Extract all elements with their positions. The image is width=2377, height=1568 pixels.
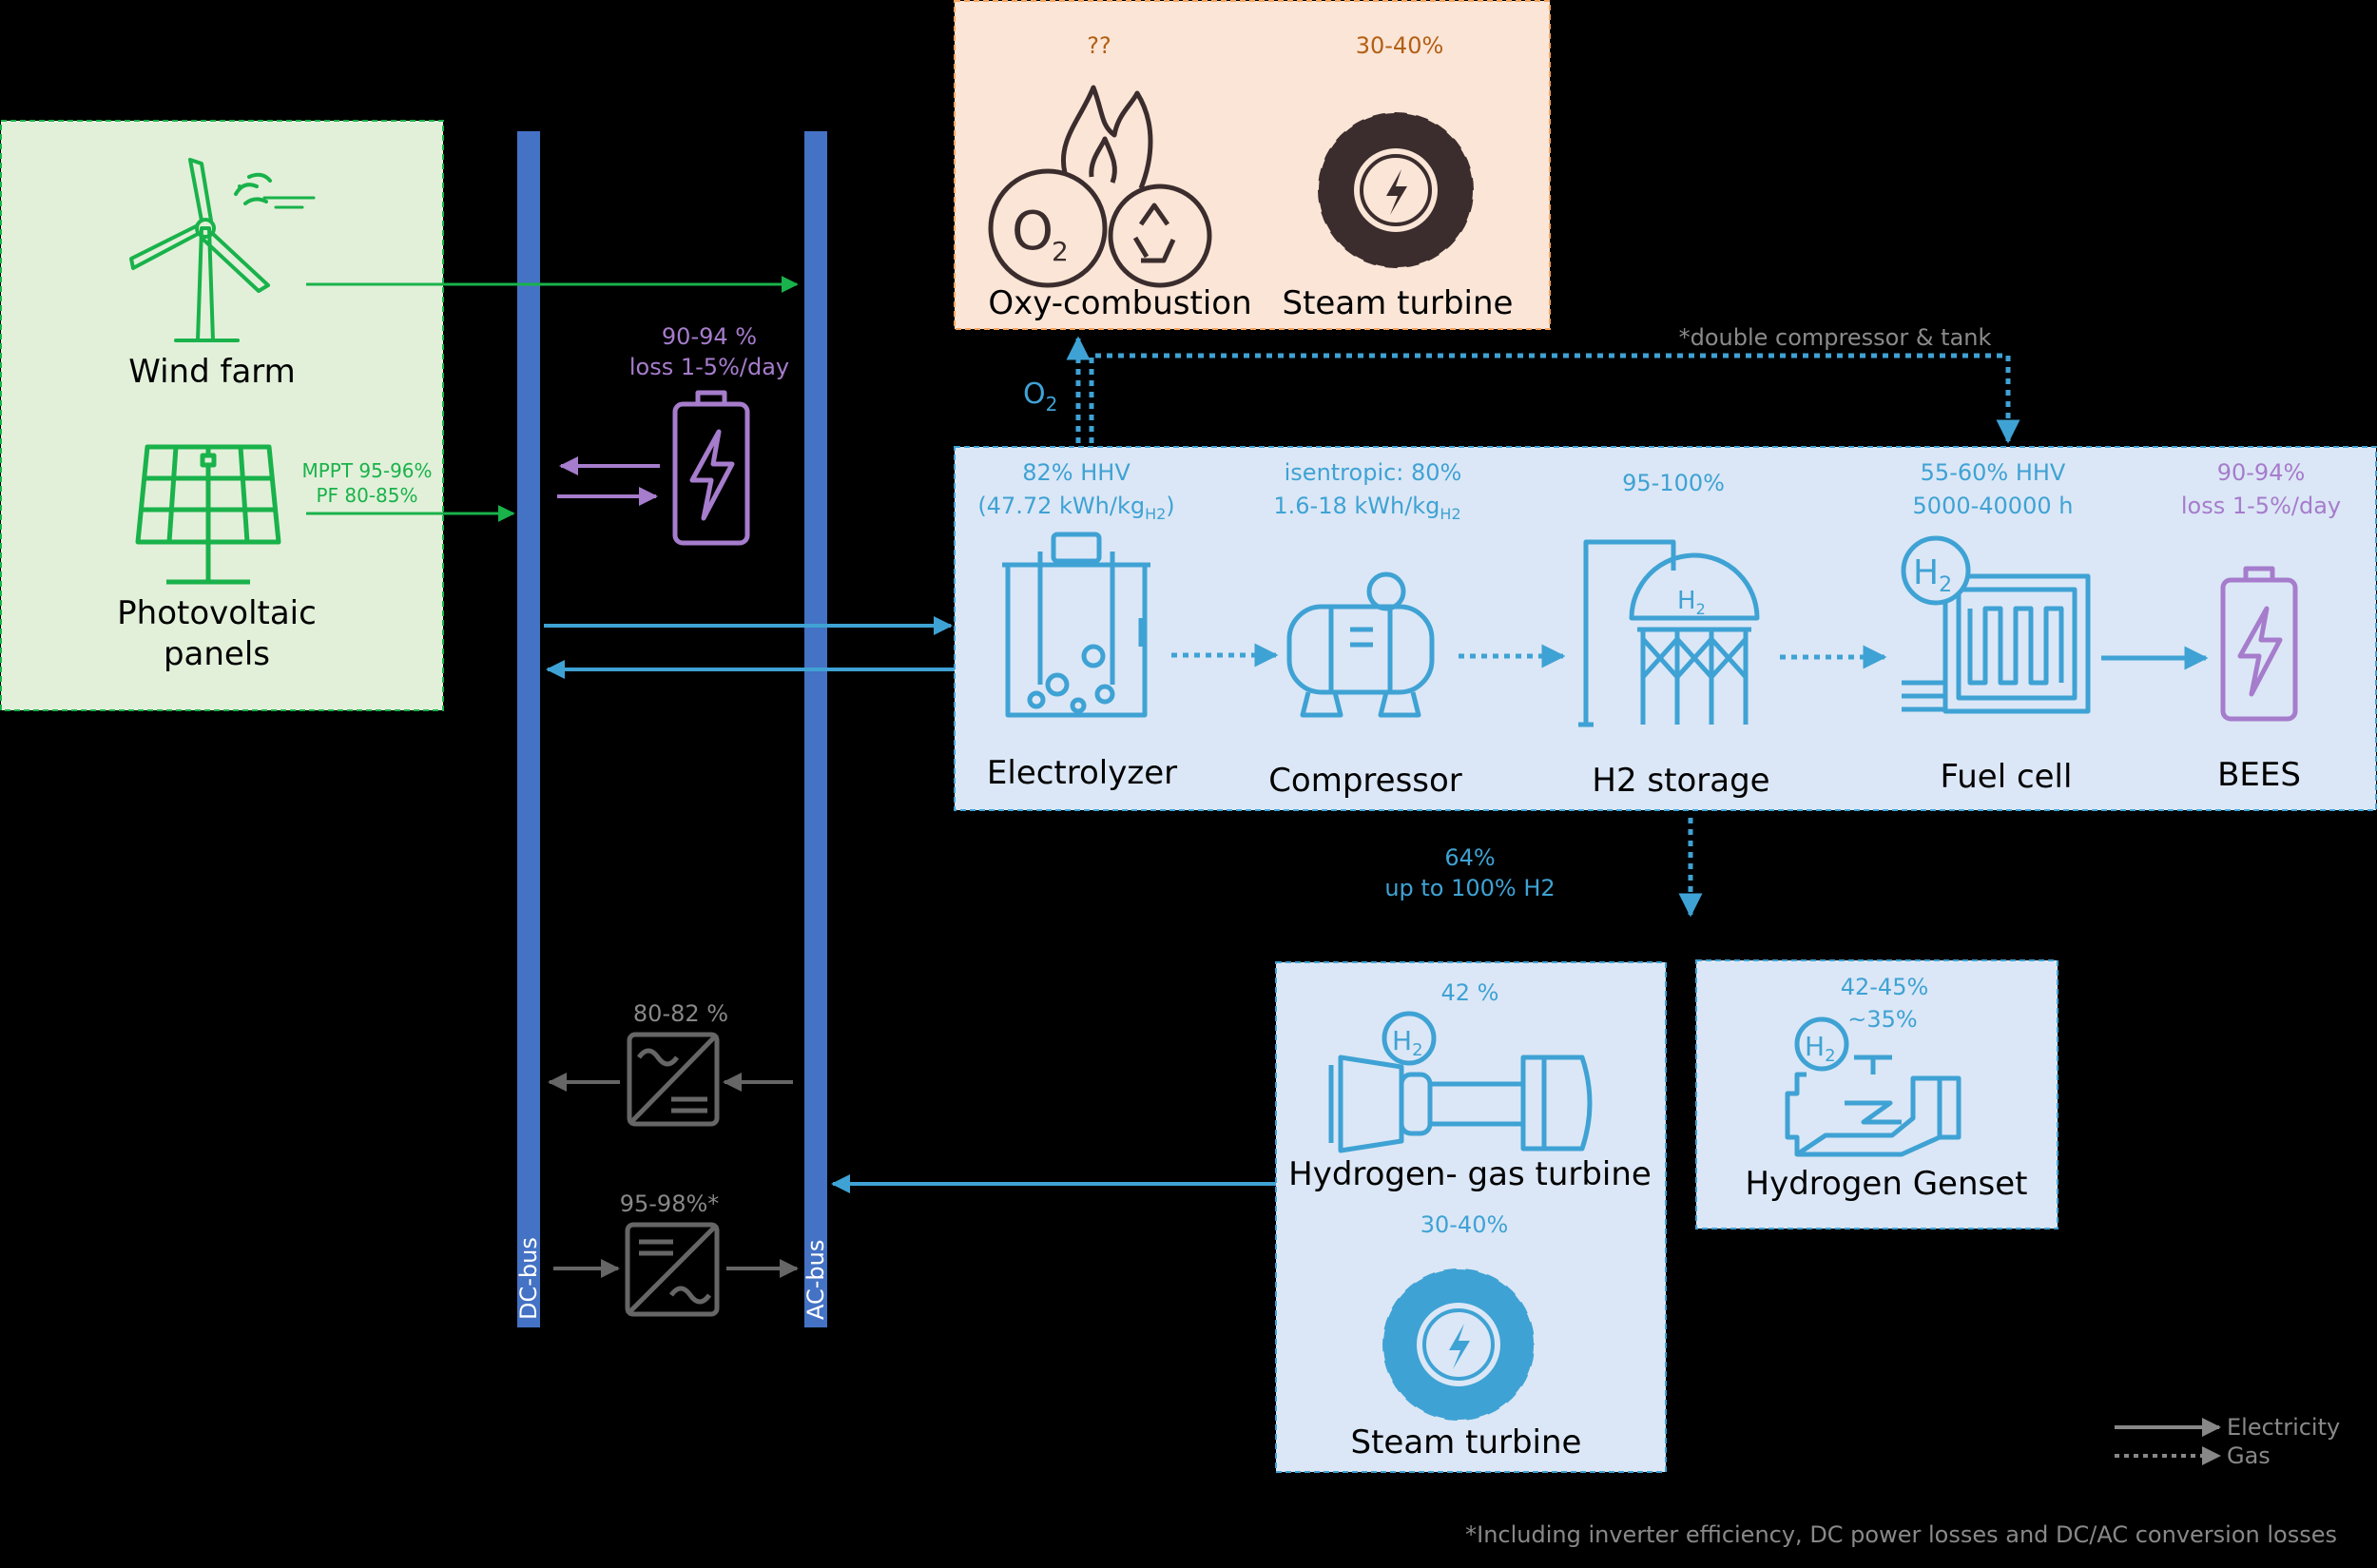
h2-storage-label: H2 storage <box>1592 762 1769 800</box>
oxy-combustion-box: ?? 30-40% O 2 Oxy-combustion Steam turbi… <box>954 0 1551 330</box>
gas-turbine-box: 42 % H2 Hydrogen- gas turbine 30-40% Ste… <box>1275 961 1667 1473</box>
genset-engine-icon: H2 <box>1785 1016 1962 1157</box>
oxy-steam-turbine-icon <box>1313 107 1478 273</box>
branch-eff2: up to 100% H2 <box>1384 875 1555 901</box>
ac-bus: AC-bus <box>802 131 829 1327</box>
oxy-eff: ?? <box>1087 32 1111 59</box>
legend: Electricity Gas <box>2115 1414 2340 1469</box>
dc-bus: DC-bus <box>515 131 542 1327</box>
ac-bus-label: AC-bus <box>802 1240 829 1320</box>
bees-eff1: 90-94% <box>2217 459 2306 486</box>
electrolyzer-eff1: 82% HHV <box>1022 459 1131 486</box>
genset-label: Hydrogen Genset <box>1746 1165 2028 1203</box>
h2-chain-box: 82% HHV (47.72 kWh/kgH2) Electrolyzer is… <box>954 446 2377 811</box>
compressor-eff2: 1.6-18 kWh/kgH2 <box>1273 493 1460 523</box>
electrolyzer-icon <box>1002 532 1150 718</box>
double-compressor-line <box>1089 353 2020 444</box>
inverter-eff: 95-98%* <box>620 1191 720 1217</box>
footnote: *Including inverter efficiency, DC power… <box>1465 1521 2337 1548</box>
fuel-cell-badge-sub: 2 <box>1939 573 1952 597</box>
inverter-group: 95-98%* <box>553 1191 799 1317</box>
dc-bus-label: DC-bus <box>515 1237 542 1320</box>
gas-turbine-badge-h: H <box>1392 1025 1412 1056</box>
double-compressor-note: *double compressor & tank <box>1679 324 1992 351</box>
renewables-panel: Wind farm Photovoltaic panels MPPT 95-96… <box>0 120 444 711</box>
genset-badge-text: H2 <box>1805 1031 1836 1066</box>
rectifier-eff: 80-82 % <box>633 1000 728 1027</box>
oxy-steam-eff: 30-40% <box>1356 32 1444 59</box>
wind-farm-label: Wind farm <box>128 353 296 391</box>
oxy-combustion-label: Oxy-combustion <box>988 284 1251 322</box>
inverter-icon <box>625 1222 720 1317</box>
genset-eff2: ~35% <box>1847 1006 1917 1033</box>
o2-label-main: O <box>1023 377 1046 411</box>
fuel-cell-icon: H2 <box>1901 535 2091 714</box>
genset-box: 42-45% ~35% H2 Hydrogen Genset <box>1695 959 2058 1229</box>
electrolyzer-eff2-post: ) <box>1166 493 1174 519</box>
electrolyzer-eff2: (47.72 kWh/kgH2) <box>977 493 1174 523</box>
oxy-combustion-icon: O 2 <box>988 85 1212 288</box>
compressor-icon <box>1286 571 1435 718</box>
compressor-label: Compressor <box>1268 762 1462 800</box>
fuelcell-eff1: 55-60% HHV <box>1921 459 2066 486</box>
electrolyzer-eff2-pre: (47.72 kWh/kg <box>977 493 1145 519</box>
fuel-cell-label: Fuel cell <box>1941 758 2073 796</box>
compressor-eff2-pre: 1.6-18 kWh/kg <box>1273 493 1440 519</box>
mppt-label: MPPT 95-96% <box>301 459 432 482</box>
genset-badge-sub: 2 <box>1825 1046 1835 1066</box>
gt-steam-turbine-label: Steam turbine <box>1351 1423 1582 1462</box>
legend-electricity-label: Electricity <box>2227 1414 2340 1441</box>
compressor-eff2-sub: H2 <box>1440 505 1460 523</box>
electrolyzer-label: Electrolyzer <box>987 754 1177 792</box>
storage-eff: 95-100% <box>1622 470 1725 496</box>
o2-label-sub: 2 <box>1046 393 1058 416</box>
solar-panel-icon <box>135 444 281 585</box>
bees-eff2: loss 1-5%/day <box>2181 493 2341 519</box>
h2-storage-icon: H2 <box>1578 539 1760 727</box>
gas-turbine-label: Hydrogen- gas turbine <box>1288 1155 1652 1193</box>
oxy-steam-turbine-label: Steam turbine <box>1283 284 1514 322</box>
gas-turbine-badge-text: H2 <box>1392 1025 1423 1060</box>
rectifier-group: 80-82 % <box>548 1000 793 1127</box>
branch-eff1: 64% <box>1444 844 1495 871</box>
gas-turbine-badge-sub: 2 <box>1412 1040 1422 1060</box>
battery-icon <box>672 390 750 546</box>
pv-label-line1: Photovoltaic <box>117 594 317 632</box>
o2-icon-text: O <box>1012 201 1053 262</box>
fuel-cell-badge-text: H2 <box>1913 553 1952 597</box>
battery-eff: 90-94 % <box>662 323 757 350</box>
storage-tank-text: H2 <box>1677 587 1706 618</box>
genset-badge-h: H <box>1805 1031 1825 1062</box>
legend-gas-label: Gas <box>2227 1442 2271 1469</box>
bees-battery-icon <box>2220 566 2298 722</box>
gt-steam-turbine-icon <box>1378 1264 1539 1425</box>
storage-tank-sub: 2 <box>1696 600 1706 618</box>
wind-turbine-icon <box>129 158 316 342</box>
battery-group: 90-94 % loss 1-5%/day <box>557 323 789 546</box>
gt-steam-eff: 30-40% <box>1420 1211 1509 1238</box>
gas-turbine-eff: 42 % <box>1441 979 1499 1006</box>
pf-label: PF 80-85% <box>316 484 417 507</box>
pv-label-line2: panels <box>164 635 270 673</box>
rectifier-icon <box>627 1032 720 1127</box>
fuel-cell-badge-h: H <box>1913 553 1939 592</box>
storage-tank-h: H <box>1677 587 1696 615</box>
battery-loss: loss 1-5%/day <box>629 354 789 380</box>
fuelcell-eff2: 5000-40000 h <box>1913 493 2074 519</box>
o2-label: O2 <box>1023 377 1057 416</box>
gas-turbine-icon: H2 <box>1328 1011 1593 1153</box>
o2-icon-sub: 2 <box>1052 236 1069 267</box>
genset-eff1: 42-45% <box>1841 974 1929 1000</box>
electrolyzer-eff2-sub: H2 <box>1145 505 1166 523</box>
compressor-eff1: isentropic: 80% <box>1285 459 1462 486</box>
bees-label: BEES <box>2217 756 2301 794</box>
